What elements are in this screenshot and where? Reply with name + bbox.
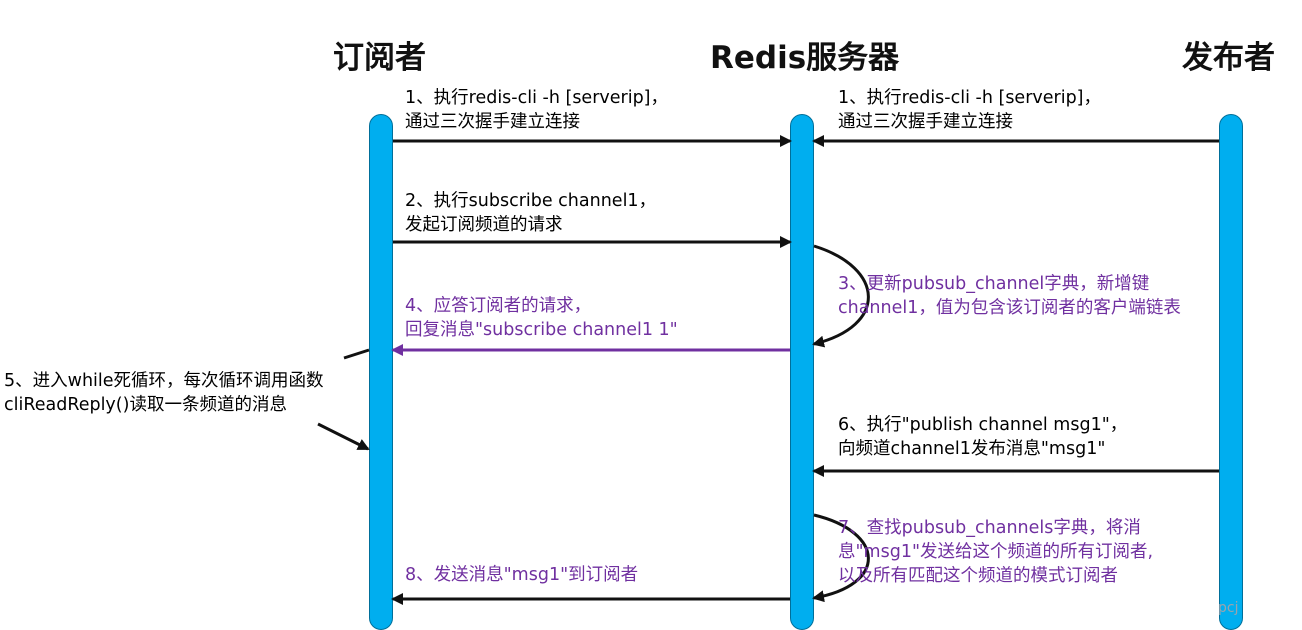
arrow-3-self-loop bbox=[812, 244, 870, 348]
arrow-5-loop-top bbox=[343, 348, 370, 360]
subscriber-header: 订阅者 bbox=[333, 40, 426, 76]
publisher-lifeline bbox=[1219, 114, 1243, 630]
arrow-5-loop-bottom bbox=[317, 422, 370, 451]
step-4-label: 4、应答订阅者的请求，回复消息"subscribe channel1 1" bbox=[405, 296, 678, 340]
step-8-label: 8、发送消息"msg1"到订阅者 bbox=[405, 565, 639, 585]
step-2-label: 2、执行subscribe channel1，发起订阅频道的请求 bbox=[405, 191, 657, 235]
arrow-7-self-loop bbox=[812, 513, 870, 603]
step-7-label: 7、查找pubsub_channels字典，将消息"msg1"发送给这个频道的所… bbox=[838, 518, 1154, 586]
subscriber-lifeline bbox=[369, 114, 393, 630]
server-header: Redis服务器 bbox=[710, 40, 900, 76]
publisher-header: 发布者 bbox=[1182, 40, 1275, 76]
server-lifeline bbox=[790, 114, 814, 630]
watermark: pcj bbox=[1218, 600, 1239, 616]
step-1-subscriber-label: 1、执行redis-cli -h [serverip]，通过三次握手建立连接 bbox=[405, 88, 669, 132]
step-6-label: 6、执行"publish channel msg1"，向频道channel1发布… bbox=[838, 415, 1128, 459]
step-1-publisher-label: 1、执行redis-cli -h [serverip]，通过三次握手建立连接 bbox=[838, 88, 1102, 132]
